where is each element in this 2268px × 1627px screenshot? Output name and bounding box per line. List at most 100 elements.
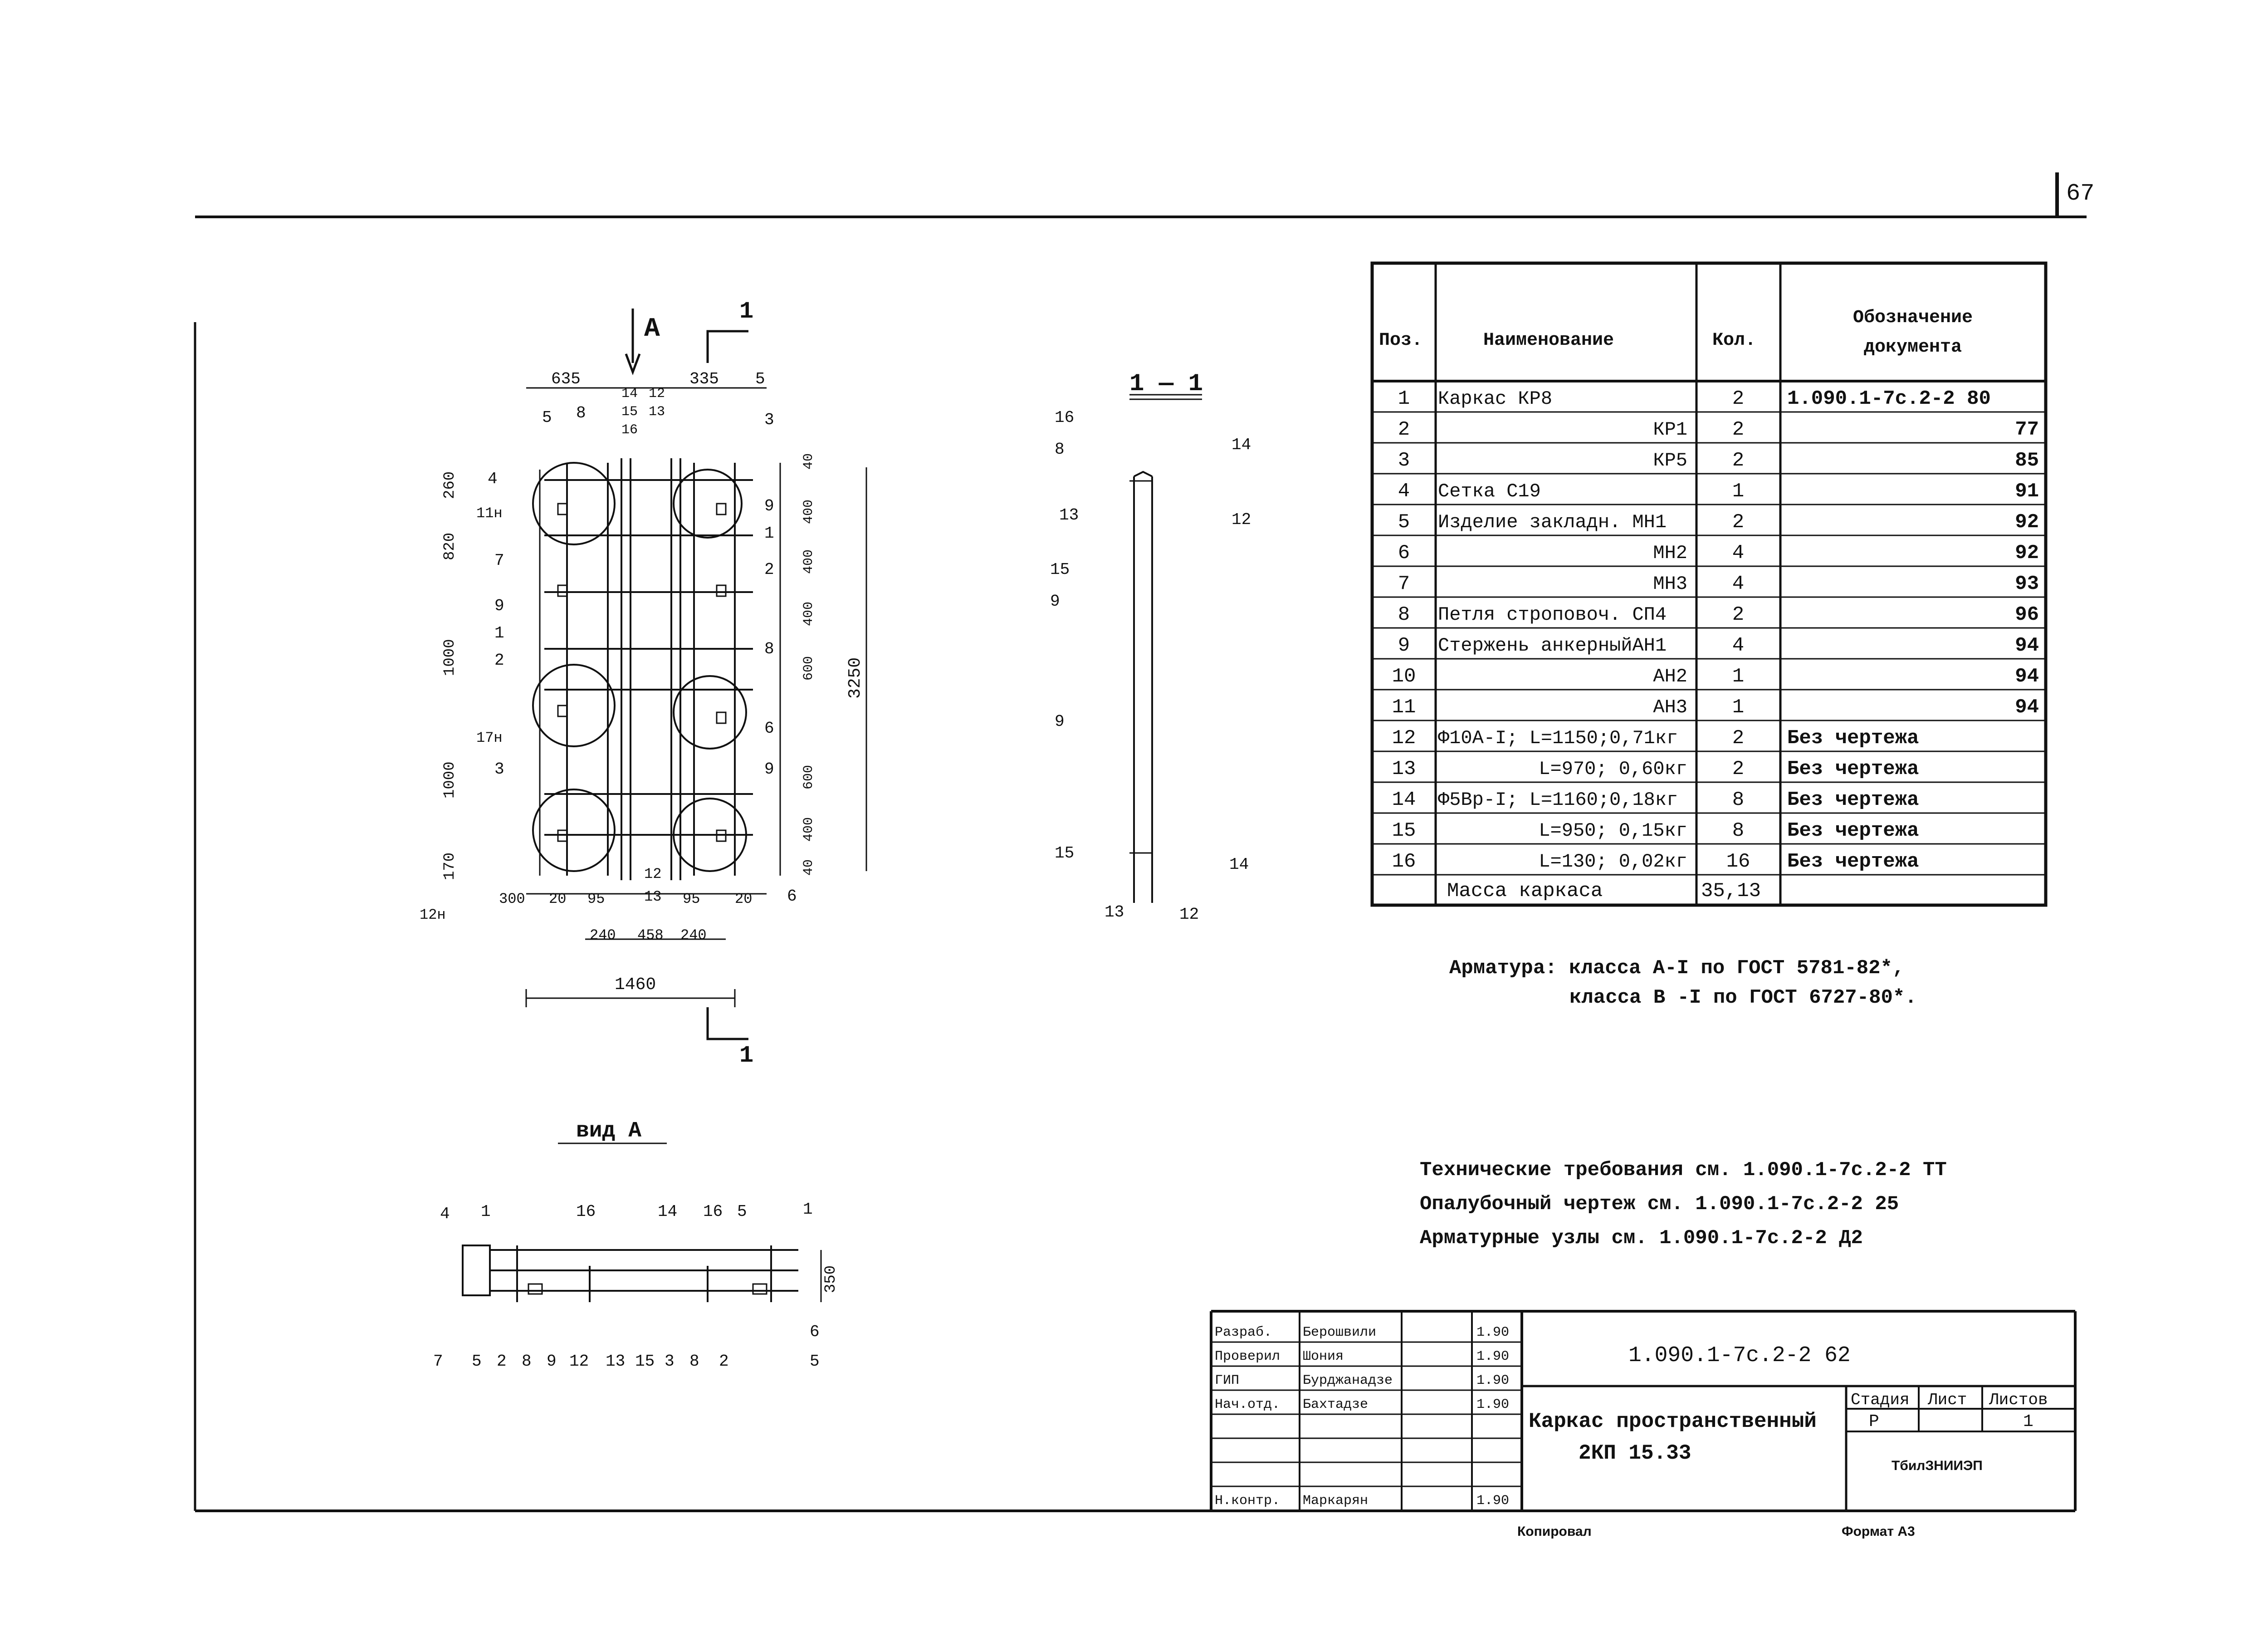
sec-callout-13a: 13 xyxy=(1059,506,1079,524)
spec-cell-doc: 85 xyxy=(2015,449,2039,472)
spec-cell-pos: 2 xyxy=(1398,418,1410,441)
view-a-bot-3: 3 xyxy=(665,1352,675,1371)
view-a-bot-8a: 8 xyxy=(522,1352,532,1371)
dim-overall-width: 1460 xyxy=(615,975,656,995)
spec-cell-pos: 13 xyxy=(1392,758,1416,780)
view-a-top-1a: 1 xyxy=(481,1202,491,1221)
spec-cell-name: МН3 xyxy=(1653,573,1687,595)
tb-date: 1.90 xyxy=(1476,1325,1509,1340)
section-marker-a: А xyxy=(644,314,660,344)
callout-3a: 3 xyxy=(764,411,774,429)
spec-cell-name: АН3 xyxy=(1653,696,1687,718)
spec-cell-doc: 94 xyxy=(2015,634,2039,657)
spec-cell-qty: 2 xyxy=(1732,418,1744,441)
svg-text:документа: документа xyxy=(1864,337,1962,358)
spec-cell-name: КР5 xyxy=(1653,450,1687,471)
sec-callout-16: 16 xyxy=(1055,408,1074,427)
spec-cell-name: Ф5Вр-I; L=1160;0,18кг xyxy=(1438,789,1678,811)
spec-cell-qty: 1 xyxy=(1732,480,1744,503)
tb-name: Бурджанадзе xyxy=(1303,1373,1393,1388)
note-ref-3: Арматурные узлы см. 1.090.1-7с.2-2 Д2 xyxy=(1420,1227,1863,1250)
spec-table: Поз. Наименование Кол. Обозначение докум… xyxy=(1370,261,2048,907)
spec-cell-doc: 93 xyxy=(2015,573,2039,595)
callout-8a: 8 xyxy=(576,404,586,422)
view-a-bot-5a: 5 xyxy=(472,1352,482,1371)
callout-15: 15 xyxy=(621,404,638,420)
spec-cell-name: Каркас КР8 xyxy=(1438,388,1552,410)
callout-12: 12 xyxy=(649,386,665,402)
tb-role: Проверил xyxy=(1215,1349,1280,1364)
spec-cell-qty: 2 xyxy=(1732,603,1744,626)
spec-cell-pos: 6 xyxy=(1398,542,1410,564)
view-a-bot-12: 12 xyxy=(569,1352,589,1371)
footer-format: Формат А3 xyxy=(1842,1524,1915,1539)
tb-date: 1.90 xyxy=(1476,1493,1509,1509)
spec-cell-name: КР1 xyxy=(1653,419,1687,441)
tb-role: ГИП xyxy=(1215,1373,1239,1388)
dim-left-1000b: 1000 xyxy=(441,761,459,799)
tb-name: Шония xyxy=(1303,1349,1344,1364)
callout-1b: 1 xyxy=(764,524,774,543)
spec-cell-pos: 11 xyxy=(1392,696,1416,719)
view-a-top-16b: 16 xyxy=(703,1202,723,1221)
spec-cell-qty: 8 xyxy=(1732,789,1744,811)
callout-9b: 9 xyxy=(764,497,774,515)
spec-cell-doc: 94 xyxy=(2015,696,2039,719)
main-view xyxy=(525,309,867,1040)
tb-sheets-value: 1 xyxy=(2023,1412,2033,1431)
tb-name: Бахтадзе xyxy=(1303,1397,1368,1412)
sec-callout-8: 8 xyxy=(1055,440,1065,459)
dim-bottom-95b: 95 xyxy=(683,891,700,907)
callout-6b: 6 xyxy=(787,887,797,906)
footer-copied: Копировал xyxy=(1517,1524,1592,1539)
dim-right-40b: 40 xyxy=(801,859,816,876)
spec-cell-qty: 4 xyxy=(1732,542,1744,564)
spec-cell-qty: 1 xyxy=(1732,665,1744,688)
callout-14: 14 xyxy=(621,386,638,402)
spec-cell-qty: 2 xyxy=(1732,449,1744,472)
callout-13: 13 xyxy=(649,404,665,420)
spec-cell-doc: 1.090.1-7с.2-2 80 xyxy=(1787,387,1991,410)
spec-cell-qty: 4 xyxy=(1732,573,1744,595)
page-number: 67 xyxy=(2066,180,2094,207)
spec-cell-qty: 4 xyxy=(1732,634,1744,657)
dim-left-1000a: 1000 xyxy=(441,639,459,676)
spec-cell-pos: 9 xyxy=(1398,634,1410,657)
view-a-top-5: 5 xyxy=(737,1202,747,1221)
view-a-top-1b: 1 xyxy=(803,1200,813,1219)
dim-left-820: 820 xyxy=(441,533,459,560)
spec-header-doc: Обозначение документа xyxy=(1853,308,1973,358)
spec-cell-qty: 2 xyxy=(1732,727,1744,750)
spec-mass-label: Масса каркаса xyxy=(1447,880,1603,902)
main-view-labels: А 1 1 635 335 260 820 1000 1000 170 40 4… xyxy=(420,298,865,1069)
spec-cell-pos: 4 xyxy=(1398,480,1410,503)
tb-role: Н.контр. xyxy=(1215,1493,1280,1509)
view-a-top-4: 4 xyxy=(440,1205,450,1223)
spec-cell-qty: 2 xyxy=(1732,758,1744,780)
view-a-bot-15: 15 xyxy=(635,1352,655,1371)
view-a-bot-2b: 2 xyxy=(719,1352,729,1371)
dim-top-635: 635 xyxy=(551,370,581,388)
sec-callout-12a: 12 xyxy=(1232,510,1251,529)
callout-16: 16 xyxy=(621,422,638,438)
dim-bottom2-240a: 240 xyxy=(590,927,616,944)
dim-bottom-20b: 20 xyxy=(735,891,752,907)
dim-right-400c: 400 xyxy=(801,602,816,626)
dim-bottom-95a: 95 xyxy=(587,891,605,907)
dim-right-40a: 40 xyxy=(801,453,816,470)
callout-2a: 2 xyxy=(494,651,504,670)
callout-4: 4 xyxy=(488,470,498,488)
dim-right-400d: 400 xyxy=(801,817,816,842)
spec-header-pos: Поз. xyxy=(1379,330,1422,351)
spec-cell-name: Изделие закладн. МН1 xyxy=(1438,511,1667,533)
tb-date: 1.90 xyxy=(1476,1373,1509,1388)
cut-marker-bottom: 1 xyxy=(739,1042,753,1069)
